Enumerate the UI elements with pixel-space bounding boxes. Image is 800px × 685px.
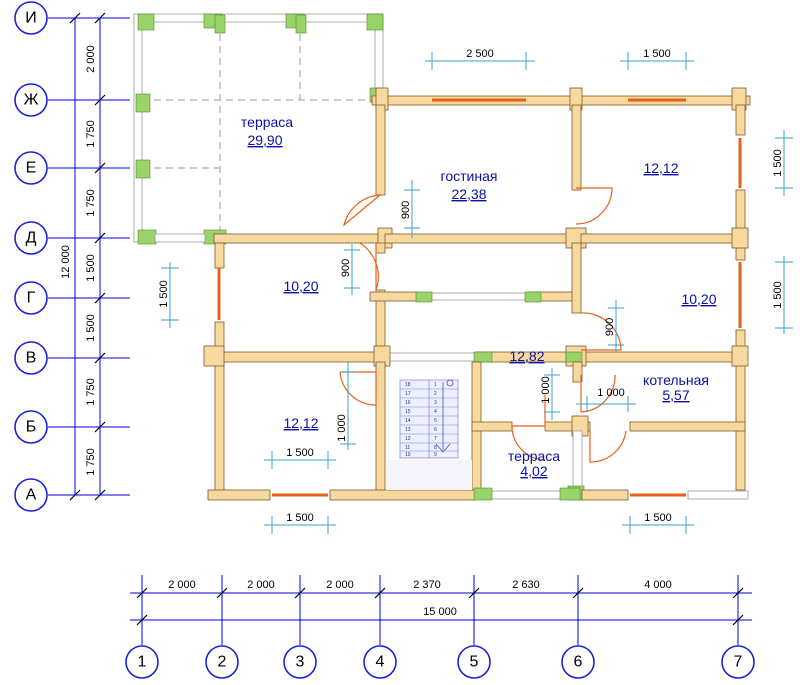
bottom-dim-seg-5: 2 630 [512, 579, 540, 591]
stair-step-label: 6 [434, 427, 437, 433]
stair-step-label: 9 [434, 452, 437, 458]
axis-label-row-8: А [26, 487, 37, 504]
axis-label-col-2: 2 [218, 654, 227, 671]
left-dim-total: 12 000 [60, 245, 72, 279]
axis-label-col-5: 5 [470, 654, 479, 671]
stair-step-label: 2 [434, 391, 437, 397]
stair-step-label: 7 [434, 436, 437, 442]
left-dim-seg-2: 1 750 [85, 120, 97, 148]
left-dimension-chain: 2 000 1 750 1 750 1 500 1 500 1 750 1 75… [60, 12, 106, 501]
dim-top-window-1: 2 500 [466, 48, 494, 60]
stair-step-label: 5 [434, 418, 437, 424]
row-axes: И Ж Е Д Г В Б А [14, 1, 130, 512]
axis-label-row-7: Б [26, 419, 37, 436]
stair-step-label: 18 [405, 382, 411, 388]
stair-step-label: 4 [434, 409, 437, 415]
room-area-sw: 12,12 [283, 415, 318, 431]
axis-label-col-7: 7 [734, 654, 743, 671]
room-name-terrace-upper: терраса [241, 114, 293, 130]
room-area-living: 22,38 [451, 186, 486, 202]
room-area-terrace-upper: 29,90 [247, 132, 282, 148]
stair-step-label: 11 [405, 445, 410, 451]
room-area-hall: 12,82 [509, 348, 544, 364]
left-dim-seg-3: 1 750 [85, 189, 97, 217]
door-swings [339, 187, 627, 463]
bottom-dimension-chain: 2 000 2 000 2 000 2 370 2 630 4 000 15 0… [130, 575, 752, 645]
dim-door-left-bottom: 1 000 [336, 414, 348, 442]
staircase: 18 17 16 15 14 13 12 11 10 1 2 3 4 5 6 7… [386, 379, 472, 490]
room-name-boiler: котельная [643, 372, 709, 388]
stair-step-label: 17 [405, 391, 411, 397]
room-name-living: гостиная [441, 168, 498, 184]
axis-label-col-4: 4 [376, 654, 385, 671]
dim-left-window: 1 500 [158, 280, 170, 308]
dim-door-living: 900 [400, 201, 412, 219]
room-name-terrace-small: терраса [508, 448, 560, 464]
axis-label-row-6: В [26, 350, 37, 367]
axis-label-row-1: И [25, 10, 37, 27]
dim-right-window-1: 1 500 [772, 149, 784, 177]
bottom-dim-seg-6: 4 000 [644, 579, 672, 591]
opening-dimensions: 2 500 1 500 1 500 1 500 1 500 1 500 1 50… [158, 48, 793, 534]
dim-inner-window: 1 500 [286, 447, 314, 459]
bottom-dim-seg-4: 2 370 [413, 579, 441, 591]
stair-step-label: 1 [434, 382, 437, 388]
axis-label-col-1: 1 [138, 654, 147, 671]
stair-step-label: 10 [405, 452, 411, 458]
left-dim-seg-5: 1 500 [85, 314, 97, 342]
stair-step-label: 3 [434, 400, 437, 406]
bottom-dim-seg-1: 2 000 [168, 579, 196, 591]
room-area-w: 10,20 [283, 278, 318, 294]
stair-step-label: 15 [405, 409, 411, 415]
windows [217, 98, 742, 497]
left-dim-seg-1: 2 000 [85, 45, 97, 73]
room-area-e: 10,20 [681, 291, 716, 307]
room-labels: терраса 29,90 гостиная 22,38 12,12 10,20… [241, 114, 717, 479]
dim-top-window-2: 1 500 [643, 48, 671, 60]
axis-label-col-6: 6 [574, 654, 583, 671]
axis-label-row-3: Е [26, 160, 37, 177]
left-dim-seg-6: 1 750 [85, 378, 97, 406]
axis-circle-row [14, 1, 48, 35]
stair-step-label: 8 [434, 445, 437, 451]
bottom-dim-seg-3: 2 000 [326, 579, 354, 591]
dim-right-window-2: 1 500 [772, 281, 784, 309]
axis-label-col-3: 3 [296, 654, 305, 671]
room-area-ne: 12,12 [643, 160, 678, 176]
dim-door-boiler: 1 000 [597, 387, 625, 399]
axis-label-row-2: Ж [24, 92, 39, 109]
axis-label-row-5: Г [27, 290, 36, 307]
column-axes: 1 2 3 4 5 6 7 [125, 645, 755, 679]
bottom-dim-total: 15 000 [423, 606, 457, 618]
walls [203, 87, 751, 501]
left-dim-seg-4: 1 500 [85, 254, 97, 282]
stair-step-label: 14 [405, 418, 411, 424]
room-area-terrace-small: 4,02 [520, 463, 547, 479]
left-dim-seg-7: 1 750 [85, 448, 97, 476]
stair-step-label: 13 [405, 427, 411, 433]
dim-bottom-window-2: 1 500 [644, 512, 672, 524]
stair-step-label: 12 [405, 436, 411, 442]
stair-step-label: 16 [405, 400, 411, 406]
dim-door-room-right: 900 [604, 318, 616, 336]
room-area-boiler: 5,57 [662, 387, 689, 403]
dim-door-hall: 1 000 [540, 376, 552, 404]
bottom-dim-seg-2: 2 000 [247, 579, 275, 591]
axis-label-row-4: Д [26, 230, 37, 247]
dim-bottom-window-1: 1 500 [286, 512, 314, 524]
dim-door-room-left: 900 [340, 259, 352, 277]
